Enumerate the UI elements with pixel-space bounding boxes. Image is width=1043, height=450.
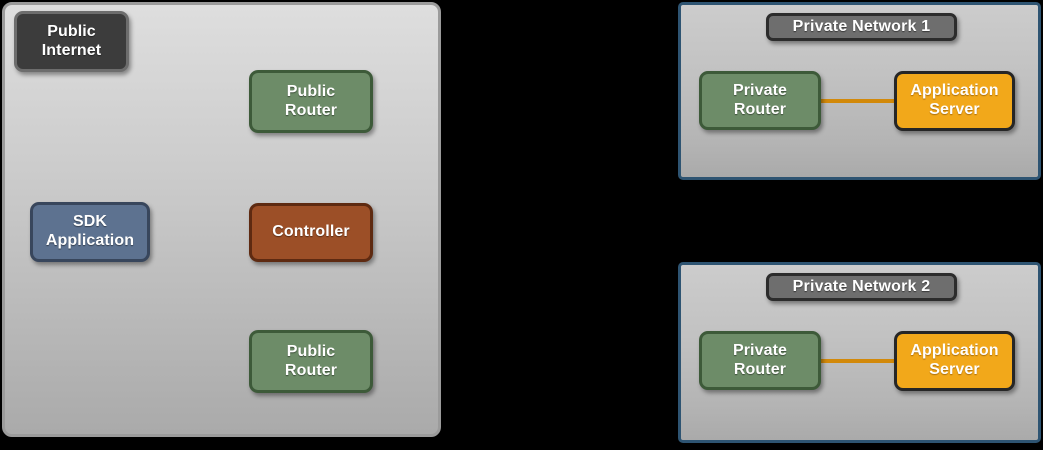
node-application-server-1-label: Application Server (910, 82, 999, 118)
node-public-internet[interactable]: Public Internet (14, 11, 129, 72)
node-controller-label: Controller (272, 223, 350, 241)
link-private-router-2-to-application-server-2 (818, 359, 898, 363)
private-network-2-title: Private Network 2 (792, 278, 931, 295)
node-public-router-top-label: Public Router (284, 82, 338, 119)
node-public-internet-label: Public Internet (41, 22, 102, 59)
private-network-1-title: Private Network 1 (792, 18, 931, 35)
node-public-router-bottom[interactable]: Public Router (249, 330, 373, 393)
node-sdk-application-label: SDK Application (45, 213, 135, 249)
node-private-router-2-label: Private Router (732, 341, 788, 378)
node-application-server-2-label: Application Server (910, 342, 999, 378)
node-application-server-2[interactable]: Application Server (894, 331, 1015, 391)
node-public-router-top[interactable]: Public Router (249, 70, 373, 133)
link-private-router-1-to-application-server-1 (818, 99, 898, 103)
node-sdk-application[interactable]: SDK Application (30, 202, 150, 262)
node-private-router-2[interactable]: Private Router (699, 331, 821, 390)
node-private-router-1[interactable]: Private Router (699, 71, 821, 130)
node-public-router-bottom-label: Public Router (284, 342, 338, 379)
private-network-1-title-badge: Private Network 1 (766, 13, 957, 41)
node-controller[interactable]: Controller (249, 203, 373, 262)
node-application-server-1[interactable]: Application Server (894, 71, 1015, 131)
private-network-2-title-badge: Private Network 2 (766, 273, 957, 301)
node-private-router-1-label: Private Router (732, 81, 788, 118)
